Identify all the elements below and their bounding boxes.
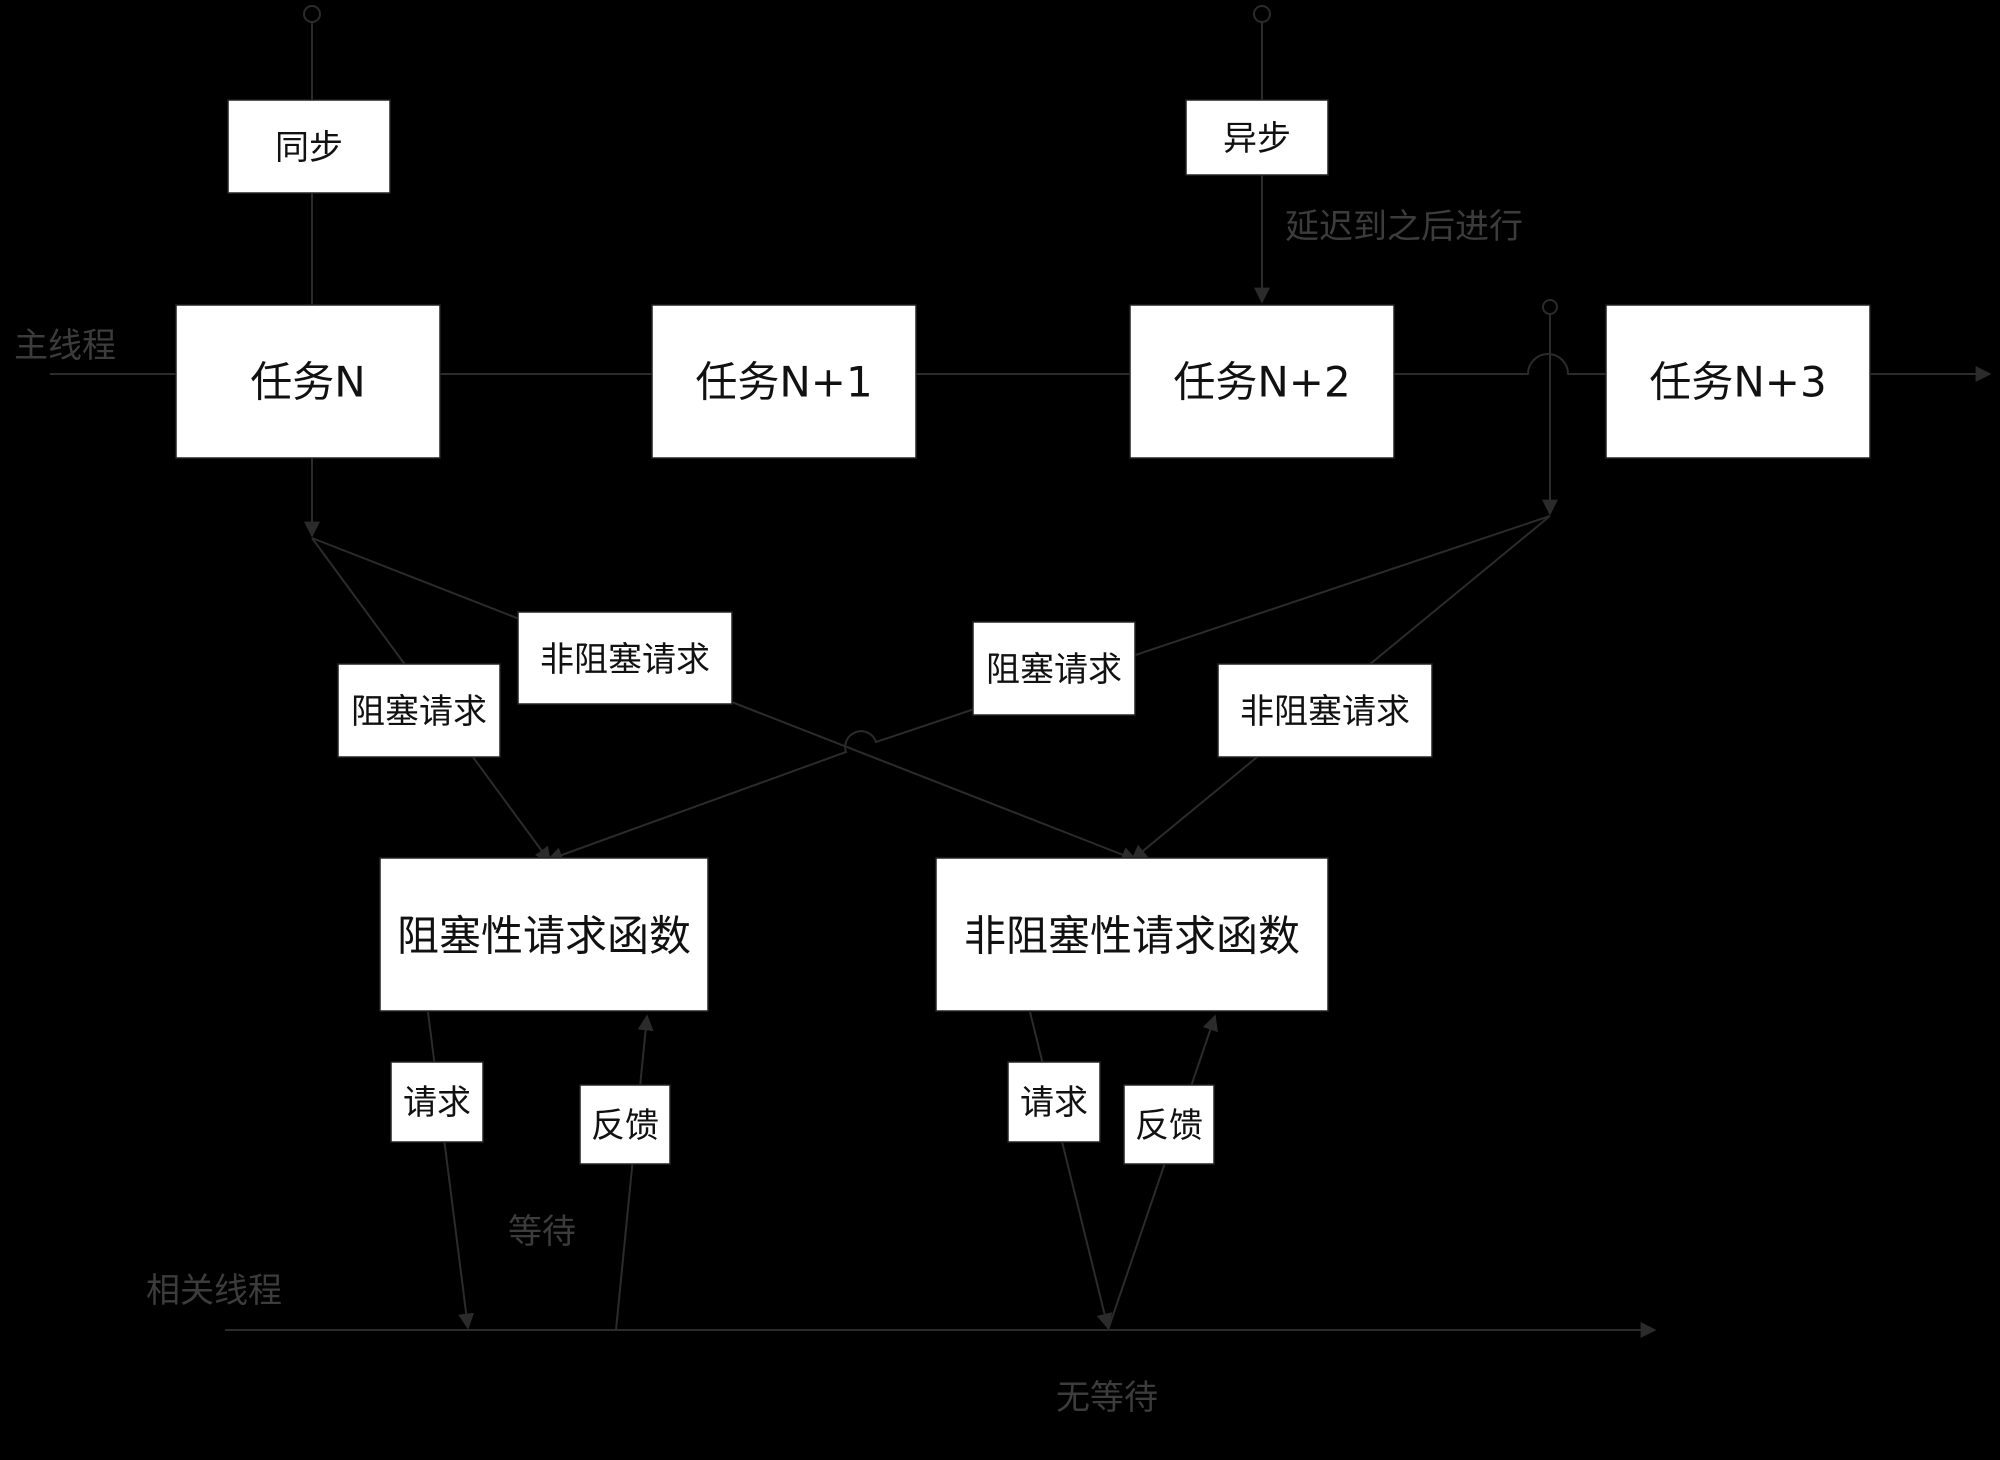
svg-text:异步: 异步 <box>1223 119 1291 159</box>
svg-text:请求: 请求 <box>403 1083 471 1123</box>
svg-text:任务N+2: 任务N+2 <box>1173 358 1350 407</box>
wait-note: 等待 <box>508 1212 576 1252</box>
main-thread-label: 主线程 <box>14 326 116 366</box>
svg-text:反馈: 反馈 <box>1135 1106 1203 1146</box>
left-blocking-label: 阻塞请求 <box>337 663 501 758</box>
defer-note: 延迟到之后进行 <box>1285 207 1523 247</box>
svg-text:阻塞请求: 阻塞请求 <box>351 692 487 732</box>
svg-text:请求: 请求 <box>1020 1083 1088 1123</box>
task-n-plus-2: 任务N+2 <box>1129 304 1395 459</box>
task-n-plus-3: 任务N+3 <box>1605 304 1871 459</box>
related-thread-label: 相关线程 <box>146 1271 282 1311</box>
right-request-label: 请求 <box>1007 1061 1101 1143</box>
sync-label: 同步 <box>227 99 391 194</box>
svg-text:阻塞请求: 阻塞请求 <box>986 650 1122 690</box>
blocking-function-box: 阻塞性请求函数 <box>379 857 709 1012</box>
left-request-label: 请求 <box>390 1061 484 1143</box>
nowait-note: 无等待 <box>1056 1378 1158 1418</box>
async-label: 异步 <box>1185 99 1329 176</box>
left-feedback-label: 反馈 <box>579 1084 671 1165</box>
right-nonblocking-label: 非阻塞请求 <box>1217 663 1433 758</box>
svg-text:非阻塞请求: 非阻塞请求 <box>1240 692 1410 732</box>
task-n: 任务N <box>175 304 441 459</box>
svg-text:任务N+1: 任务N+1 <box>695 358 872 407</box>
svg-text:同步: 同步 <box>275 128 343 168</box>
right-feedback-label: 反馈 <box>1123 1084 1215 1165</box>
svg-text:反馈: 反馈 <box>591 1106 659 1146</box>
left-nonblocking-label: 非阻塞请求 <box>517 611 733 705</box>
svg-text:任务N: 任务N <box>250 358 365 407</box>
task-n-plus-1: 任务N+1 <box>651 304 917 459</box>
svg-text:阻塞性请求函数: 阻塞性请求函数 <box>397 912 691 961</box>
right-blocking-label: 阻塞请求 <box>972 621 1136 716</box>
svg-text:非阻塞请求: 非阻塞请求 <box>540 640 710 680</box>
svg-text:任务N+3: 任务N+3 <box>1649 358 1826 407</box>
nonblocking-function-box: 非阻塞性请求函数 <box>935 857 1329 1012</box>
svg-text:非阻塞性请求函数: 非阻塞性请求函数 <box>964 912 1300 961</box>
